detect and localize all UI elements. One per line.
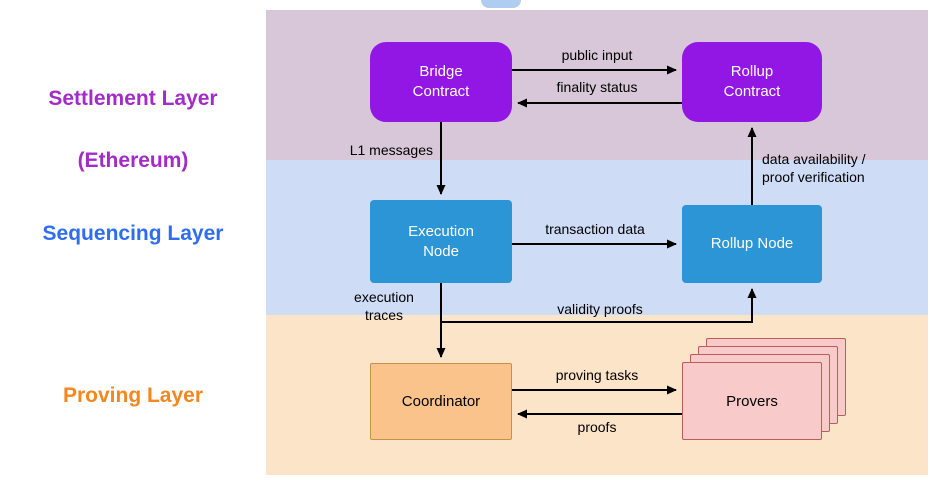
proving-layer-label: Proving Layer (62, 384, 204, 407)
execution-traces-label: execution traces (354, 289, 414, 323)
execution-node: Execution Node (370, 200, 512, 283)
settlement-layer-title: Settlement Layer (48, 87, 218, 110)
sequencing-layer-label: Sequencing Layer (42, 222, 224, 245)
proofs-label: proofs (577, 419, 617, 435)
public-input-label: public input (561, 47, 633, 63)
rollup-contract-node: Rollup Contract (682, 42, 822, 122)
cropped-logo-icon (481, 0, 521, 8)
provers-node: Provers (682, 362, 822, 440)
bridge-contract-node: Bridge Contract (370, 42, 512, 122)
transaction-data-label: transaction data (545, 221, 645, 237)
rollup-node: Rollup Node (682, 205, 822, 283)
finality-status-label: finality status (556, 79, 638, 95)
settlement-layer-label: Settlement Layer (Ethereum) (0, 52, 266, 207)
proving-tasks-label: proving tasks (555, 367, 639, 383)
validity-proofs-label: validity proofs (557, 301, 643, 317)
data-availability-label: data availability / proof verification (762, 151, 866, 185)
l1-messages-label: L1 messages (349, 142, 433, 158)
coordinator-node: Coordinator (370, 363, 512, 440)
settlement-layer-subtitle: (Ethereum) (77, 149, 189, 172)
